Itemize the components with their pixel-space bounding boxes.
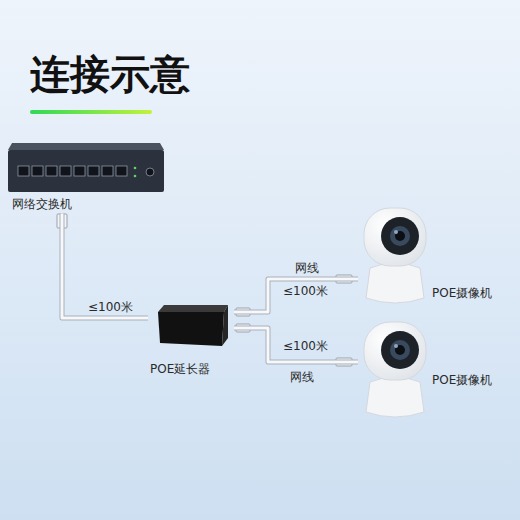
cable-label: 网线 [290, 370, 314, 384]
cable-line [234, 279, 358, 312]
length-label: ≤100米 [283, 284, 328, 298]
node-label: POE摄像机 [432, 373, 492, 387]
cable-line [62, 213, 148, 318]
cable-line [62, 213, 148, 318]
length-label: ≤100米 [88, 300, 133, 314]
camera-picture [364, 208, 426, 303]
camera-node: POE摄像机 [358, 205, 510, 305]
switch-node: 网络交换机 [8, 143, 164, 213]
cable-line [234, 328, 358, 362]
cable-connector [234, 279, 358, 312]
cable-label: 网线 [295, 261, 319, 275]
switch-picture [8, 143, 164, 192]
extender-picture [158, 305, 228, 346]
cable-line [234, 328, 358, 362]
rj45-plug [57, 214, 352, 366]
camera-picture [364, 322, 426, 417]
cable-connector [234, 328, 358, 362]
length-label: ≤100米 [283, 339, 328, 353]
extender-node: POE延长器 [148, 300, 234, 378]
node-label: POE延长器 [150, 362, 210, 376]
cable-connector [62, 213, 148, 318]
cable-line [234, 279, 358, 312]
title-underline [30, 110, 152, 114]
node-label: 网络交换机 [12, 197, 72, 211]
diagram-title: 连接示意 [30, 50, 190, 98]
node-label: POE摄像机 [432, 286, 492, 300]
camera-node: POE摄像机 [358, 318, 510, 422]
